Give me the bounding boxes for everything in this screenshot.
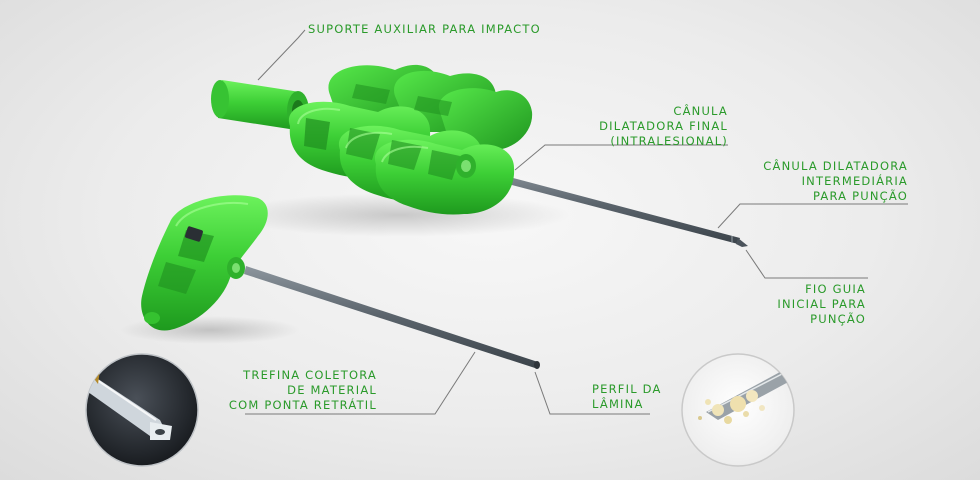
label-perfil-da-lamina: PERFIL DA LÂMINA — [592, 382, 662, 411]
leader-fio-guia — [745, 249, 868, 279]
lower-needle — [244, 266, 540, 369]
leader-canula-final — [514, 144, 728, 171]
leader-perfil — [534, 371, 650, 415]
upper-handle-assembly — [211, 64, 533, 215]
label-fio-guia: FIO GUIA INICIAL PARA PUNÇÃO — [777, 282, 866, 326]
upper-needle — [466, 166, 748, 247]
leader-lines — [245, 29, 908, 415]
leader-suporte — [257, 29, 306, 81]
label-canula-dilatadora-final: CÂNULA DILATADORA FINAL (INTRALESIONAL) — [599, 104, 728, 148]
label-canula-dilatadora-intermediaria: CÂNULA DILATADORA INTERMEDIÁRIA PARA PUN… — [763, 159, 908, 203]
leader-canula-intermediaria — [717, 203, 908, 229]
lower-handle — [141, 195, 268, 331]
leader-trefina — [245, 351, 476, 415]
blade-profile-closeup-icon — [681, 353, 795, 467]
label-suporte-auxiliar: SUPORTE AUXILIAR PARA IMPACTO — [308, 22, 541, 36]
label-trefina-coletora: TREFINA COLETORA DE MATERIAL COM PONTA R… — [228, 368, 377, 412]
retractable-tip-closeup-icon — [85, 353, 199, 467]
